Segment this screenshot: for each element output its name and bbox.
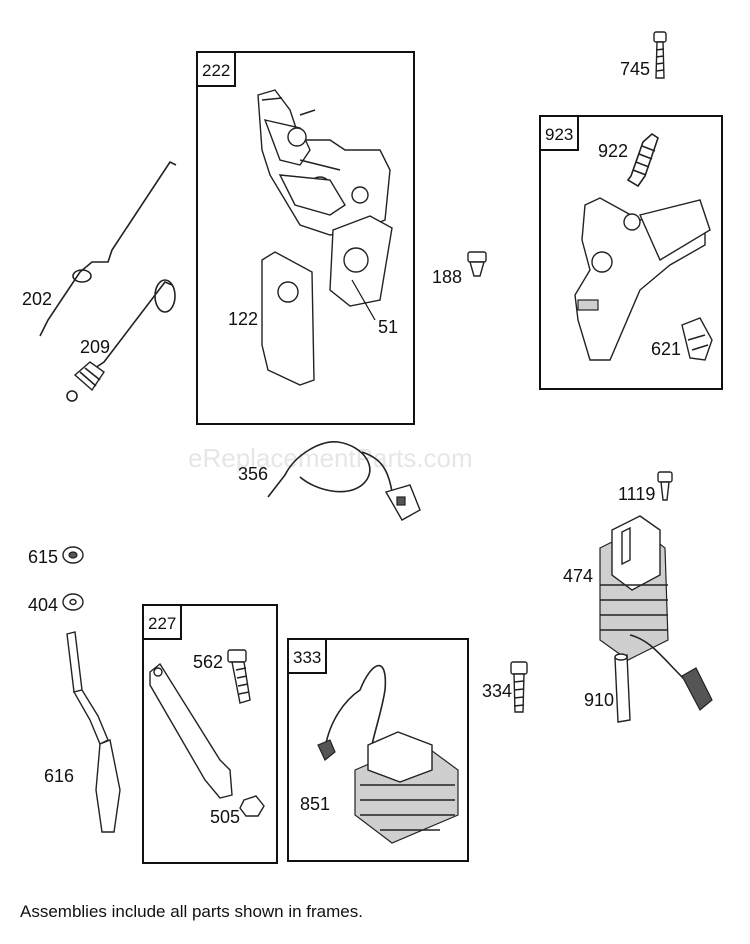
spacer-910-drawing (614, 653, 631, 723)
frame-label-222: 222 (202, 61, 230, 80)
part-number-910: 910 (584, 690, 614, 710)
part-number-474: 474 (563, 566, 593, 586)
screw-1119-drawing (657, 471, 673, 501)
plate-122-drawing (261, 251, 315, 386)
part-number-562: 562 (193, 652, 223, 672)
part-number-851: 851 (300, 794, 330, 814)
part-number-745: 745 (620, 59, 650, 79)
shaft-616-drawing (66, 631, 121, 833)
nut-615-drawing (62, 546, 84, 564)
part-number-616: 616 (44, 766, 74, 786)
bolt-562-drawing (227, 649, 251, 704)
wire-356-drawing (267, 441, 421, 521)
part-number-188: 188 (432, 267, 462, 287)
part-number-122: 122 (228, 309, 258, 329)
part-number-1119: 1119 (618, 484, 655, 504)
spring-209-drawing (66, 279, 176, 402)
frame-923: 923 922 621 (539, 115, 723, 390)
part-number-51: 51 (378, 317, 398, 337)
armature-474-drawing (599, 515, 713, 711)
nut-505-drawing (239, 795, 265, 817)
part-number-615: 615 (28, 547, 58, 567)
frame-label-923: 923 (545, 125, 573, 144)
gasket-51-drawing (329, 215, 393, 307)
part-number-404: 404 (28, 595, 58, 615)
frame-label-333: 333 (293, 648, 321, 667)
part-number-505: 505 (210, 807, 240, 827)
control-bracket-drawing (574, 197, 711, 361)
governor-bracket-drawing (257, 89, 391, 236)
bolt-745-drawing (653, 31, 667, 79)
frame-label-227: 227 (148, 614, 176, 633)
screw-334-drawing (510, 661, 528, 713)
part-number-356: 356 (238, 464, 268, 484)
link-202-drawing (39, 160, 177, 337)
part-number-621: 621 (651, 339, 681, 359)
ignition-module-drawing (317, 664, 459, 844)
part-number-209: 209 (80, 337, 110, 357)
part-number-922: 922 (598, 141, 628, 161)
frame-222: 222 51 122 (196, 51, 415, 425)
screw-188-drawing (467, 251, 487, 277)
part-number-202: 202 (22, 289, 52, 309)
frame-333: 333 851 (287, 638, 469, 862)
part-number-334: 334 (482, 681, 512, 701)
lever-drawing (149, 662, 233, 799)
clip-621-drawing (681, 317, 713, 361)
footnote: Assemblies include all parts shown in fr… (20, 902, 363, 921)
spring-922-drawing (626, 132, 659, 188)
watermark: eReplacementParts.com (188, 443, 473, 473)
frame-227: 227 562 505 (142, 604, 278, 864)
washer-404-drawing (62, 593, 84, 611)
